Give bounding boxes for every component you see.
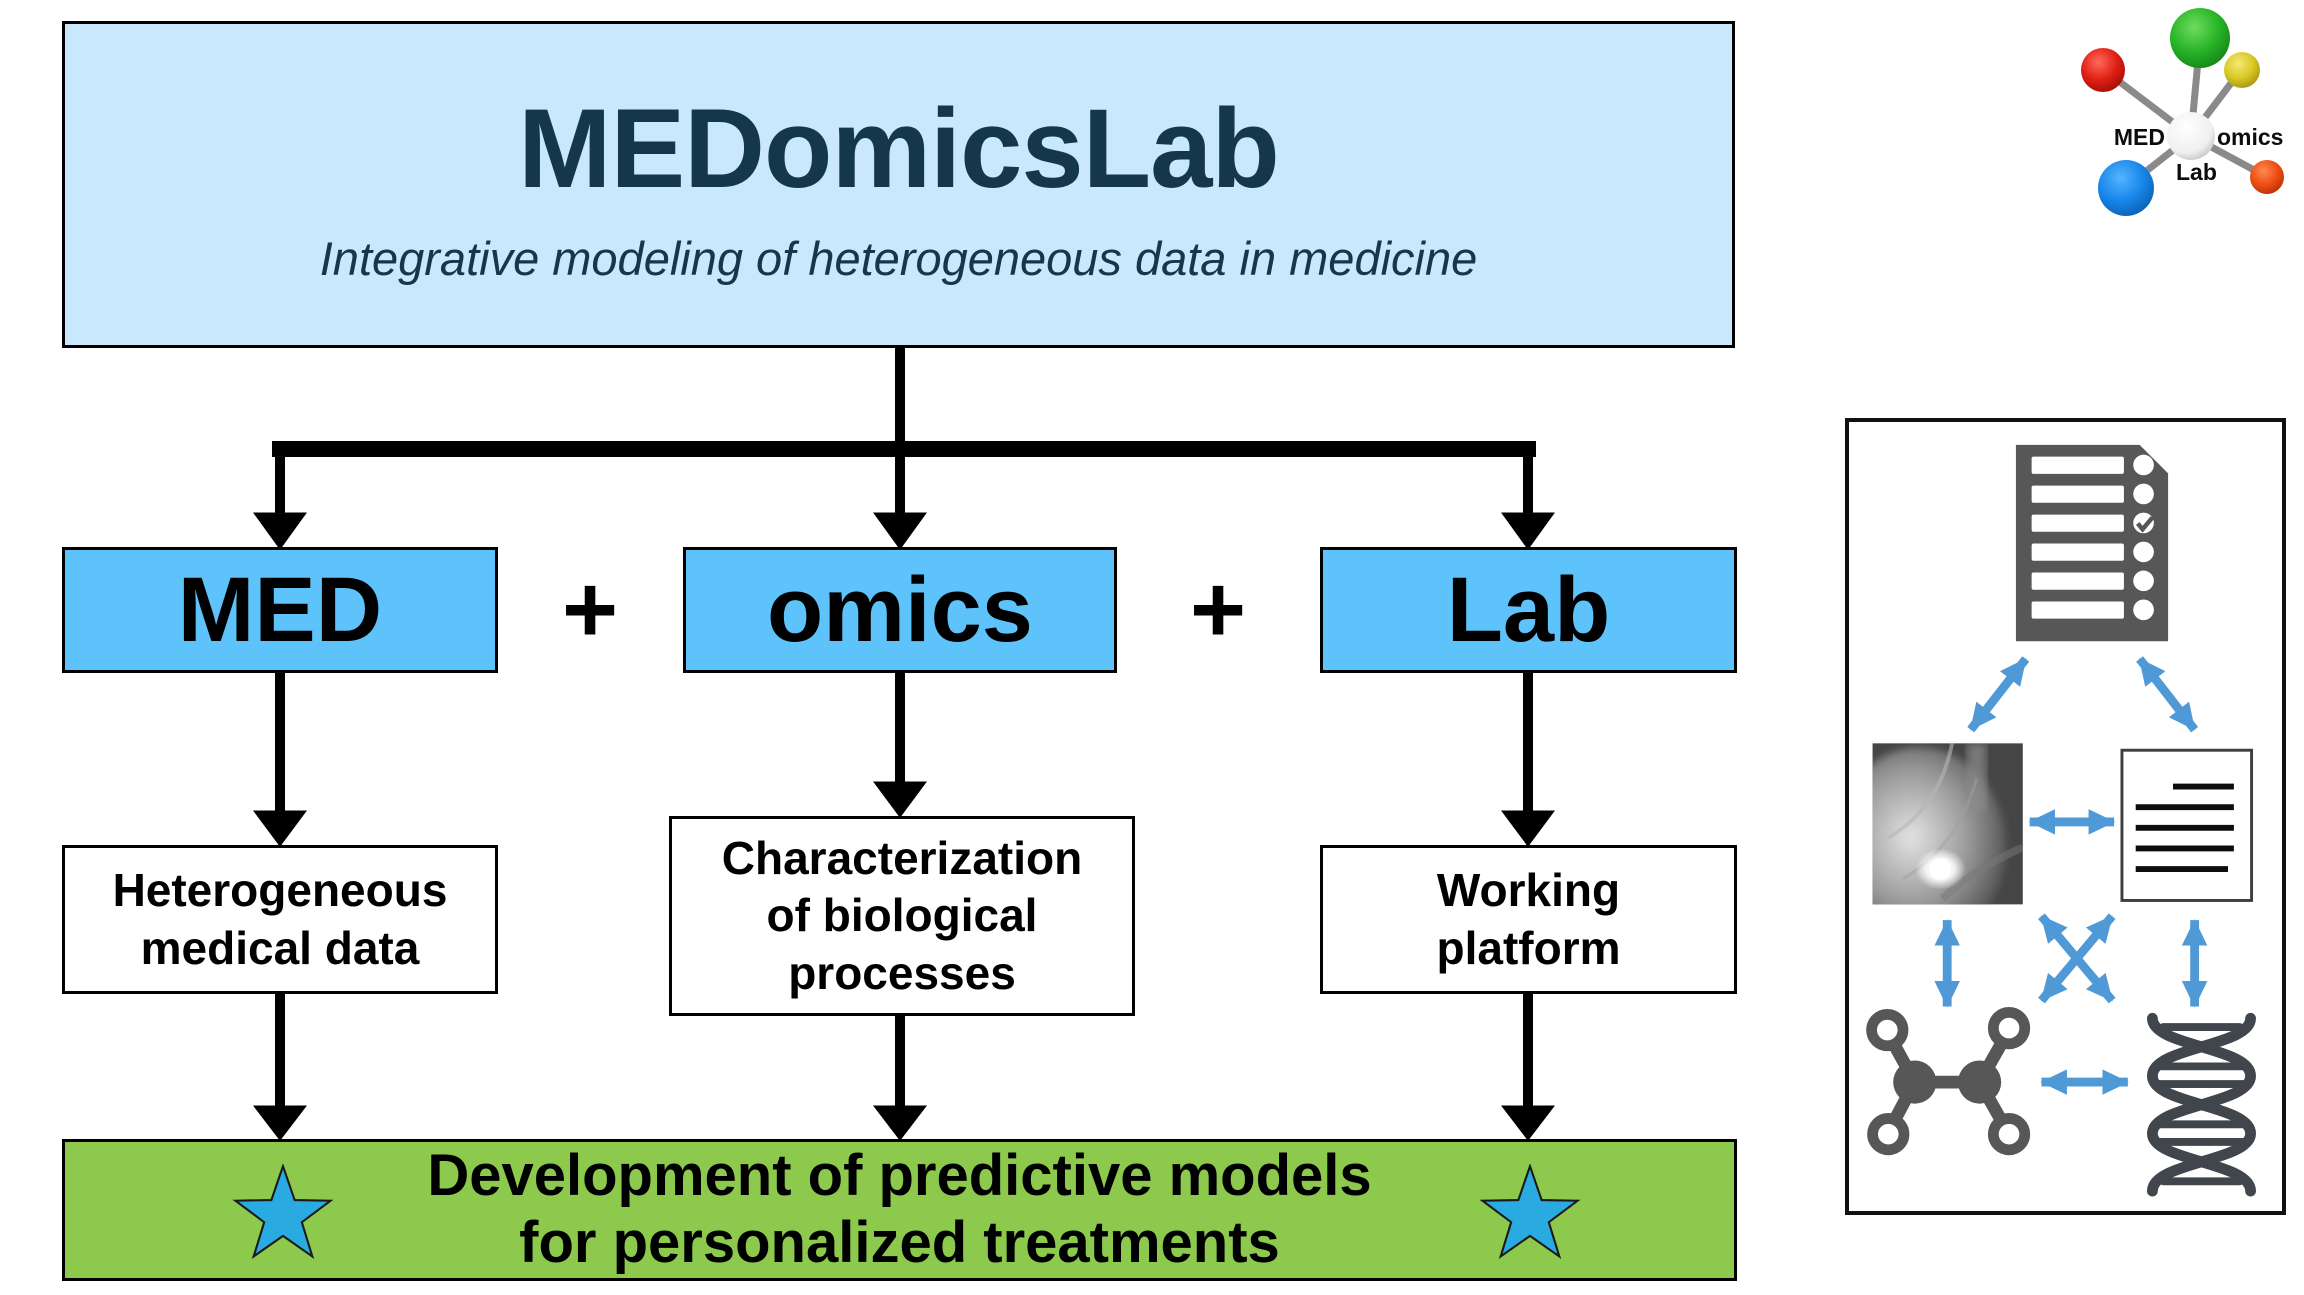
- arrowhead-med: [253, 512, 307, 550]
- lab-box: Lab: [1320, 547, 1737, 673]
- med-description-box: Heterogeneous medical data: [62, 845, 498, 994]
- outcome-line-2: for personalized treatments: [519, 1210, 1280, 1275]
- outcome-box: Development of predictive models for per…: [62, 1139, 1737, 1281]
- logo-yellow-sphere: [2224, 52, 2260, 88]
- arrowhead-lab: [1501, 512, 1555, 550]
- dna-icon: [2146, 1012, 2256, 1197]
- lab-desc-line-2: platform: [1436, 921, 1621, 974]
- molecule-icon: [1866, 1006, 2031, 1156]
- arrowhead-lab-outcome: [1500, 1105, 1556, 1141]
- arrowhead-omics-outcome: [872, 1105, 928, 1141]
- arrow-checklist-document: [2136, 656, 2199, 733]
- arrowhead-omics: [873, 512, 927, 550]
- page-title: MEDomicsLab: [518, 85, 1280, 211]
- text-document-icon: [2120, 748, 2254, 902]
- lab-desc-line-1: Working: [1436, 864, 1621, 917]
- logo-white-sphere: [2167, 112, 2215, 160]
- omics-desc-line-3: processes: [788, 946, 1016, 999]
- lab-box-label: Lab: [1446, 558, 1611, 661]
- logo-red-sphere: [2081, 48, 2125, 92]
- panel-exchange-arrows: [1934, 656, 2208, 1095]
- outcome-line-1: Development of predictive models: [427, 1143, 1372, 1209]
- star-shape: [1479, 1164, 1581, 1260]
- arrowhead-lab-desc: [1501, 810, 1555, 847]
- component-to-description-arrows: [253, 673, 1555, 847]
- star-icon-right: [1479, 1164, 1581, 1260]
- logo-lab-label: Lab: [2176, 159, 2217, 185]
- lab-description-box: Working platform: [1320, 845, 1737, 994]
- page-subtitle: Integrative modeling of heterogeneous da…: [319, 231, 1478, 285]
- omics-description-box: Characterization of biological processes: [669, 816, 1135, 1016]
- arrow-cross-b: [2038, 913, 2116, 1004]
- omics-desc-line-2: of biological: [766, 889, 1038, 942]
- logo-orange-sphere: [2250, 160, 2284, 194]
- title-branch-connector: [253, 348, 1555, 550]
- star-icon-left: [232, 1164, 334, 1260]
- plus-sign-1: +: [561, 556, 619, 663]
- med-desc-line-1: Heterogeneous: [112, 864, 448, 917]
- arrow-checklist-mammogram: [1967, 656, 2030, 733]
- logo-blue-sphere: [2098, 160, 2154, 216]
- arrowhead-omics-desc: [873, 781, 927, 818]
- title-box: MEDomicsLab Integrative modeling of hete…: [62, 21, 1735, 348]
- checklist-icon: [2015, 444, 2169, 642]
- star-shape: [232, 1164, 334, 1260]
- omics-box-label: omics: [767, 558, 1033, 661]
- arrowhead-med-desc: [253, 810, 307, 847]
- mammogram-image: [1872, 743, 2023, 905]
- omics-box: omics: [683, 547, 1117, 673]
- logo-med-label: MED: [2114, 124, 2165, 150]
- med-box: MED: [62, 547, 498, 673]
- plus-sign-2: +: [1189, 556, 1247, 663]
- logo-omics-label: omics: [2217, 124, 2283, 150]
- description-to-outcome-arrows: [252, 994, 1556, 1141]
- arrowhead-med-outcome: [252, 1105, 308, 1141]
- logo-green-sphere: [2170, 8, 2230, 68]
- med-desc-line-2: medical data: [140, 921, 420, 974]
- checkmark-icon: [2135, 516, 2155, 533]
- medomicslab-logo-icon: MED omics Lab: [2081, 8, 2284, 216]
- omics-desc-line-1: Characterization: [721, 832, 1083, 885]
- data-types-panel: [1845, 418, 2286, 1215]
- data-types-graphic: [1866, 444, 2256, 1197]
- med-box-label: MED: [177, 558, 383, 661]
